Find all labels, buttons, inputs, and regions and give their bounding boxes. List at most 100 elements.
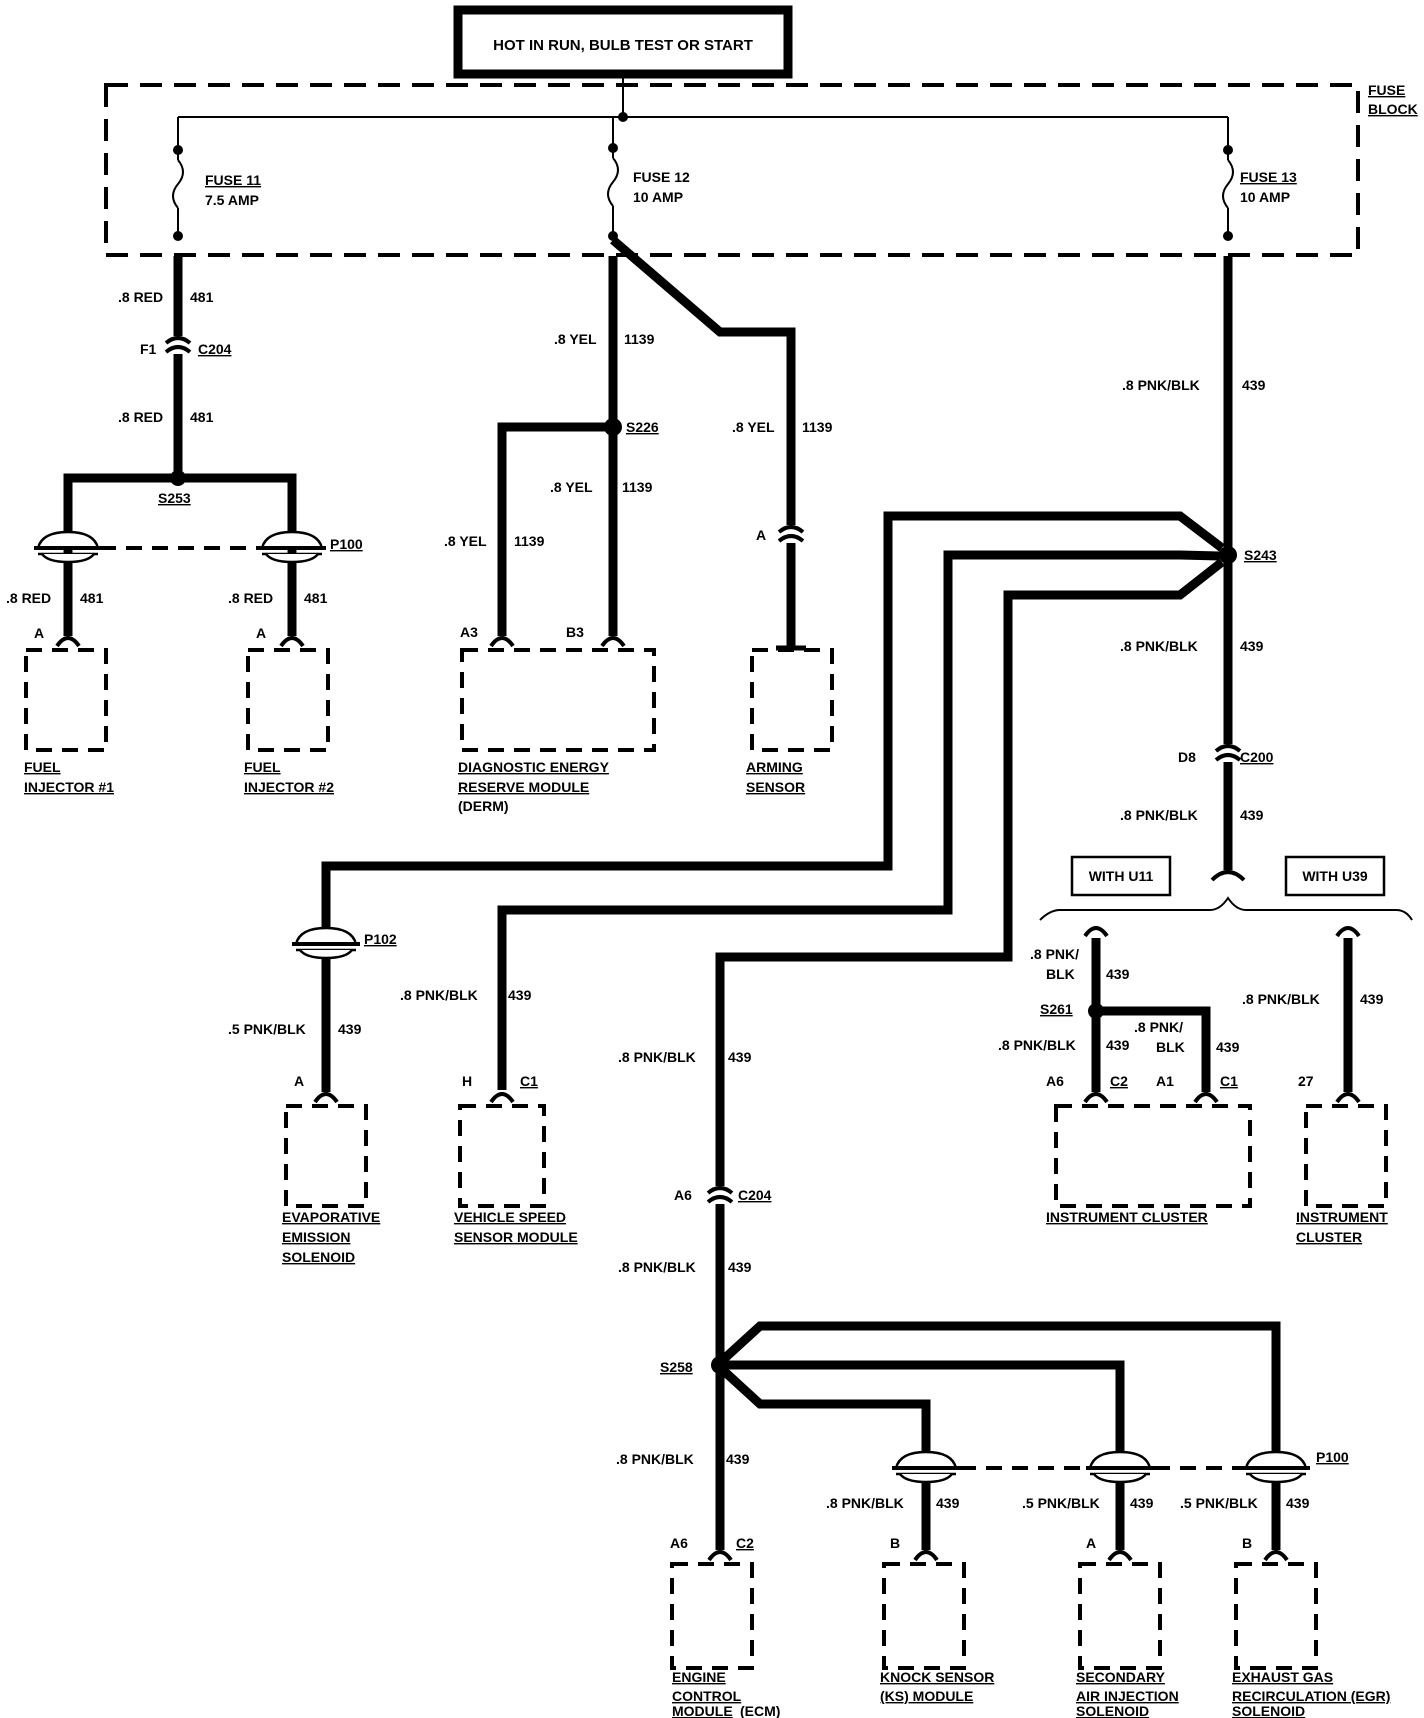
circuit-label: 439 xyxy=(1106,966,1130,982)
pin-label: A xyxy=(34,625,44,641)
circuit-label: 1139 xyxy=(622,479,653,495)
component-label: EMISSION xyxy=(282,1229,350,1245)
fuse-11-rating: 7.5 AMP xyxy=(205,192,259,208)
circuit-label: 1139 xyxy=(624,331,655,347)
component-label: SENSOR MODULE xyxy=(454,1229,578,1245)
circuit-label: 439 xyxy=(1242,377,1266,393)
connector-label: P100 xyxy=(330,536,363,552)
pin-label: 27 xyxy=(1298,1073,1314,1089)
evap-solenoid-box xyxy=(284,1104,368,1208)
circuit-label: 439 xyxy=(1360,991,1384,1007)
circuit-label: 439 xyxy=(1130,1495,1154,1511)
component-label: SOLENOID xyxy=(1076,1703,1149,1718)
with-u39-box xyxy=(1284,855,1386,897)
component-label: ARMING xyxy=(746,759,803,775)
pin-label: A xyxy=(294,1073,304,1089)
wire-label: .8 YEL xyxy=(732,419,775,435)
circuit-label: 439 xyxy=(936,1495,960,1511)
component-label: SOLENOID xyxy=(1232,1703,1305,1718)
wire-label: .8 RED xyxy=(118,289,163,305)
fuse-12-rating: 10 AMP xyxy=(633,189,683,205)
wire-label: .8 RED xyxy=(6,590,51,606)
circuit-label: 481 xyxy=(190,409,214,425)
circuit-label: 439 xyxy=(1286,1495,1310,1511)
splice-label: S226 xyxy=(626,419,659,435)
connector-label: P102 xyxy=(364,931,397,947)
fuel-injector-2-box xyxy=(246,648,330,752)
component-label: ENGINE xyxy=(672,1669,726,1685)
circuit-label: 1139 xyxy=(514,533,545,549)
component-label: SOLENOID xyxy=(282,1249,355,1265)
wire-label: .8 YEL xyxy=(550,479,593,495)
arming-sensor-box xyxy=(750,648,834,752)
connector-label: C1 xyxy=(1220,1073,1238,1089)
component-label: FUEL xyxy=(24,759,61,775)
connector-label: C204 xyxy=(738,1187,772,1203)
component-label: (DERM) xyxy=(458,798,509,814)
wire-label: BLK xyxy=(1156,1039,1185,1055)
fuse-11-name: FUSE 11 xyxy=(205,172,261,188)
wire-label: .8 PNK/BLK xyxy=(1242,991,1320,1007)
pin-label: F1 xyxy=(140,341,157,357)
wire-label: .8 PNK/BLK xyxy=(826,1495,904,1511)
circuit-label: 439 xyxy=(728,1049,752,1065)
pin-label: A xyxy=(1086,1535,1096,1551)
circuit-label: 439 xyxy=(508,987,532,1003)
instrument-cluster-1-box xyxy=(1054,1104,1252,1208)
circuit-label: 439 xyxy=(728,1259,752,1275)
component-label: INJECTOR #2 xyxy=(244,779,334,795)
wire-label: .5 PNK/BLK xyxy=(1022,1495,1100,1511)
connector-label: C1 xyxy=(520,1073,538,1089)
option-u39-label: WITH U39 xyxy=(1302,868,1368,884)
wire-label: .8 YEL xyxy=(444,533,487,549)
air-injection-solenoid-box xyxy=(1078,1562,1162,1670)
ecm-box xyxy=(670,1562,754,1670)
fuse-12-name: FUSE 12 xyxy=(633,169,690,185)
connector-label: C204 xyxy=(198,341,232,357)
connector-label: C2 xyxy=(736,1535,754,1551)
pin-label: B xyxy=(1242,1535,1252,1551)
vss-module-box xyxy=(458,1104,546,1208)
component-label: SENSOR xyxy=(746,779,805,795)
pin-label: A xyxy=(256,625,266,641)
option-u11-label: WITH U11 xyxy=(1089,868,1154,884)
connector-label: C2 xyxy=(1110,1073,1128,1089)
wire-label: .8 PNK/BLK xyxy=(618,1049,696,1065)
fuse-block-label-2: BLOCK xyxy=(1368,101,1418,117)
splice-label: S253 xyxy=(158,490,191,506)
component-label: EVAPORATIVE xyxy=(282,1209,380,1225)
splice-s243 xyxy=(1219,546,1237,564)
pin-label: A6 xyxy=(674,1187,692,1203)
wire-label: .8 PNK/BLK xyxy=(400,987,478,1003)
wire-label: .8 PNK/BLK xyxy=(998,1037,1076,1053)
fuel-injector-1-box xyxy=(24,648,108,752)
wire-label: .8 PNK/ xyxy=(1134,1019,1183,1035)
wire-label: .8 PNK/BLK xyxy=(1122,377,1200,393)
wire-label: BLK xyxy=(1046,966,1075,982)
circuit-label: 481 xyxy=(304,590,328,606)
circuit-label: 439 xyxy=(1240,807,1264,823)
pin-label: A6 xyxy=(1046,1073,1064,1089)
component-label: EXHAUST GAS xyxy=(1232,1669,1333,1685)
egr-solenoid-box xyxy=(1234,1562,1318,1670)
fuse-13-icon xyxy=(1222,159,1234,209)
pin-label: A xyxy=(756,527,766,543)
derm-box xyxy=(460,648,656,752)
with-u11-box xyxy=(1070,855,1172,897)
circuit-label: 481 xyxy=(190,289,214,305)
wire-label: .8 YEL xyxy=(554,331,597,347)
splice-label: S258 xyxy=(660,1359,693,1375)
splice-s258 xyxy=(711,1356,729,1374)
wire-label: .8 PNK/BLK xyxy=(1120,638,1198,654)
pin-label: B xyxy=(890,1535,900,1551)
component-label: FUEL xyxy=(244,759,281,775)
component-label: (ECM) xyxy=(740,1703,780,1718)
component-label: MODULE xyxy=(672,1703,733,1718)
wire-label: .8 RED xyxy=(118,409,163,425)
wire-label: .5 PNK/BLK xyxy=(228,1021,306,1037)
circuit-label: 481 xyxy=(80,590,104,606)
pin-label: A3 xyxy=(460,624,478,640)
fuse-11-icon xyxy=(172,159,184,209)
component-label: SECONDARY xyxy=(1076,1669,1166,1685)
